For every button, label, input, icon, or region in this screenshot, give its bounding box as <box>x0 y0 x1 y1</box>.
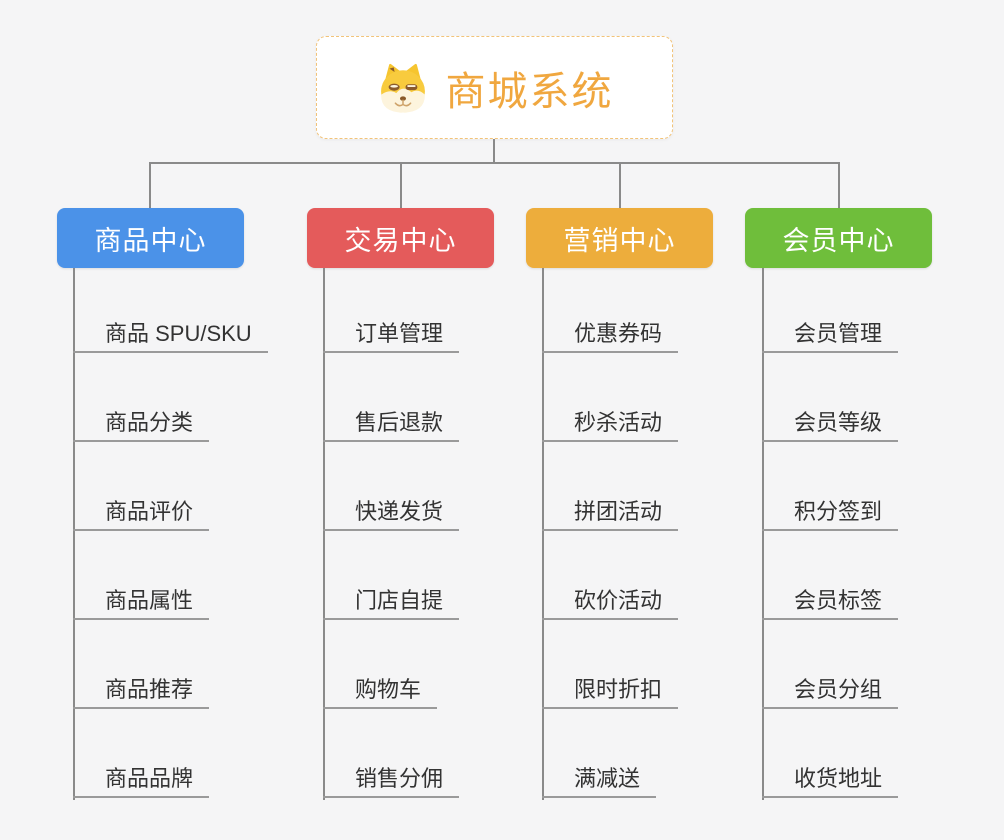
connector-root-stub <box>493 139 495 164</box>
leaf-node[interactable]: 门店自提 <box>323 578 460 620</box>
leaf-node[interactable]: 商品属性 <box>73 578 210 620</box>
leaf-node[interactable]: 砍价活动 <box>542 578 679 620</box>
leaf-node[interactable]: 销售分佣 <box>323 756 460 798</box>
connector-drop-2 <box>400 162 402 208</box>
root-node[interactable]: 商城系统 <box>316 36 673 139</box>
leaf-node[interactable]: 拼团活动 <box>542 489 679 531</box>
leaf-node[interactable]: 会员等级 <box>762 400 899 442</box>
leaf-node[interactable]: 优惠券码 <box>542 311 679 353</box>
leaf-node[interactable]: 会员分组 <box>762 667 899 709</box>
branch-children-column-trade: 订单管理 售后退款 快递发货 门店自提 购物车 销售分佣 <box>323 268 565 800</box>
branch-node-marketing-center[interactable]: 营销中心 <box>526 208 713 268</box>
leaf-node[interactable]: 会员标签 <box>762 578 899 620</box>
connector-drop-1 <box>149 162 151 208</box>
leaf-node[interactable]: 收货地址 <box>762 756 899 798</box>
leaf-node[interactable]: 秒杀活动 <box>542 400 679 442</box>
leaf-node[interactable]: 售后退款 <box>323 400 460 442</box>
leaf-node[interactable]: 满减送 <box>542 756 657 798</box>
branch-children-column-product: 商品 SPU/SKU 商品分类 商品评价 商品属性 商品推荐 商品品牌 <box>73 268 315 800</box>
connector-drop-4 <box>838 162 840 208</box>
leaf-node[interactable]: 订单管理 <box>323 311 460 353</box>
branch-node-trade-center[interactable]: 交易中心 <box>307 208 494 268</box>
connector-rail <box>149 162 840 164</box>
branch-children-column-member: 会员管理 会员等级 积分签到 会员标签 会员分组 收货地址 <box>762 268 1004 800</box>
branch-node-product-center[interactable]: 商品中心 <box>57 208 244 268</box>
leaf-node[interactable]: 限时折扣 <box>542 667 679 709</box>
leaf-node[interactable]: 商品品牌 <box>73 756 210 798</box>
leaf-node[interactable]: 商品 SPU/SKU <box>73 311 268 353</box>
leaf-node[interactable]: 商品评价 <box>73 489 210 531</box>
connector-drop-3 <box>619 162 621 208</box>
branch-children-column-marketing: 优惠券码 秒杀活动 拼团活动 砍价活动 限时折扣 满减送 <box>542 268 784 800</box>
doge-face-icon <box>380 63 425 112</box>
branch-node-member-center[interactable]: 会员中心 <box>745 208 932 268</box>
leaf-node[interactable]: 商品推荐 <box>73 667 210 709</box>
root-title: 商城系统 <box>445 69 614 114</box>
leaf-node[interactable]: 积分签到 <box>762 489 899 531</box>
leaf-node[interactable]: 商品分类 <box>73 400 210 442</box>
leaf-node[interactable]: 会员管理 <box>762 311 899 353</box>
leaf-node[interactable]: 购物车 <box>323 667 438 709</box>
leaf-node[interactable]: 快递发货 <box>323 489 460 531</box>
